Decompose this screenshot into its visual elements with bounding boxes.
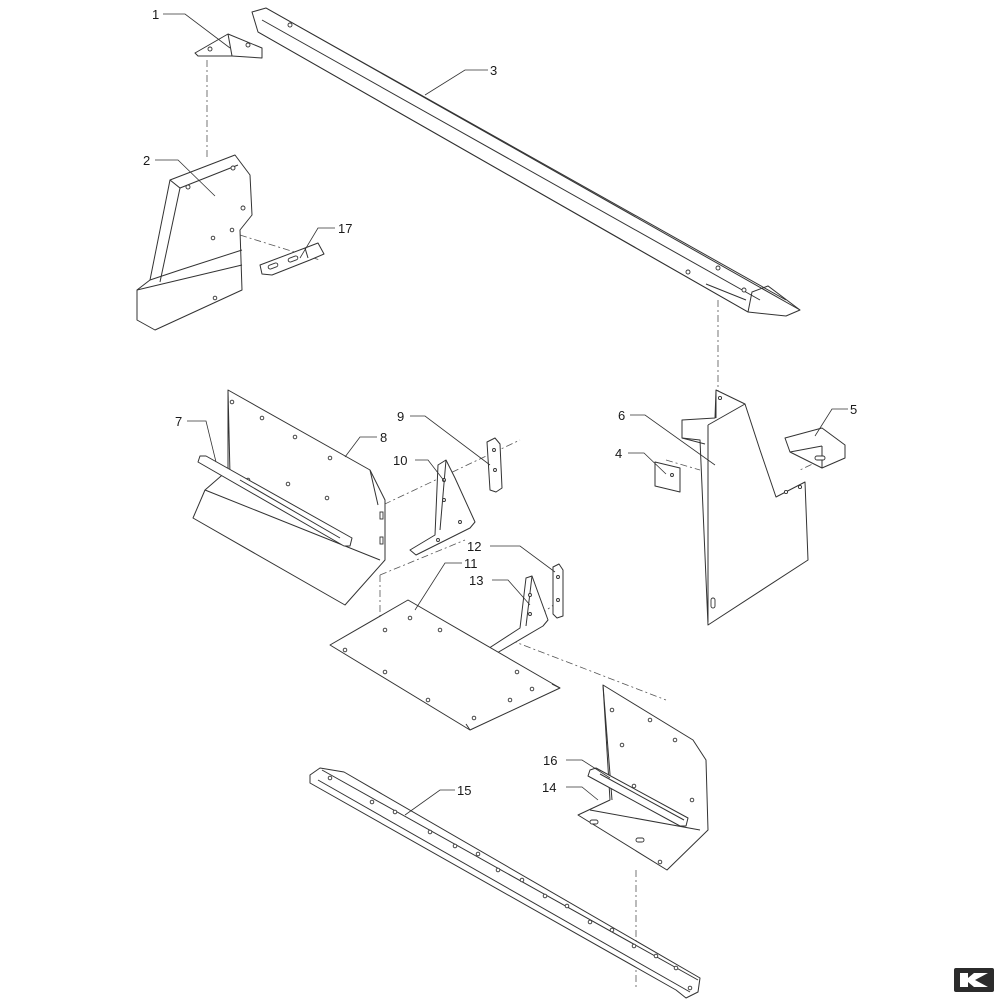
- callout-5: 5: [850, 402, 857, 417]
- part-9-plate: [486, 437, 503, 493]
- part-17-flat-link: [259, 242, 325, 276]
- part-10-gusset: [409, 459, 476, 556]
- callout-13: 13: [469, 573, 483, 588]
- callout-12: 12: [467, 539, 481, 554]
- callout-7: 7: [175, 414, 182, 429]
- callout-1: 1: [152, 7, 159, 22]
- callout-6: 6: [618, 408, 625, 423]
- part-6-tall-side-panel: [681, 389, 809, 626]
- callout-15: 15: [457, 783, 471, 798]
- part-8-large-panel: [192, 389, 386, 606]
- callout-8: 8: [380, 430, 387, 445]
- callout-10: 10: [393, 453, 407, 468]
- part-7-strip: [197, 455, 353, 547]
- part-4-square-plate: [654, 461, 681, 493]
- callout-16: 16: [543, 753, 557, 768]
- part-11-base-plate: [329, 599, 561, 731]
- brand-logo-icon: [954, 968, 994, 992]
- callout-17: 17: [338, 221, 352, 236]
- part-12-plate: [552, 563, 564, 619]
- callout-9: 9: [397, 409, 404, 424]
- callout-14: 14: [542, 780, 556, 795]
- part-5-bracket: [784, 427, 846, 469]
- callout-labels: 1 2 3 4 5 6 7 8 9 10 11 12 13 14 15 16 1…: [143, 7, 857, 798]
- part-13-gusset: [479, 575, 549, 661]
- part-15-bottom-rail: [309, 767, 701, 999]
- part-1-angle-bracket: [194, 33, 263, 59]
- part-16-strip: [587, 767, 689, 827]
- callout-2: 2: [143, 153, 150, 168]
- part-2-side-panel: [136, 154, 253, 331]
- part-3-top-channel: [251, 7, 801, 317]
- callout-11: 11: [464, 556, 478, 571]
- leader-lines: [155, 13, 848, 816]
- callout-4: 4: [615, 446, 622, 461]
- callout-3: 3: [490, 63, 497, 78]
